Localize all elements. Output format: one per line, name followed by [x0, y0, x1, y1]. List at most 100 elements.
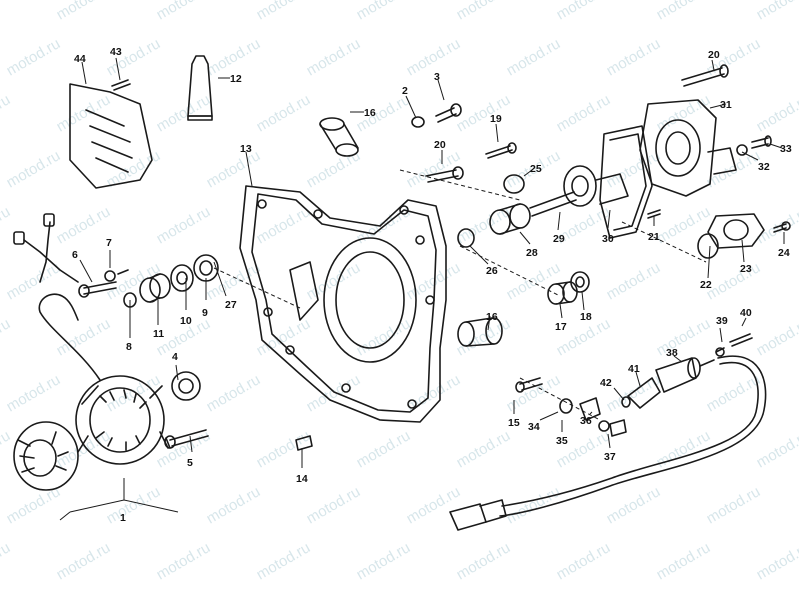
callout-11: 11 [153, 328, 164, 340]
watermark-text: motod.ru [0, 315, 13, 359]
watermark-text: motod.ru [304, 259, 364, 303]
leader-lines [59, 57, 785, 521]
leader-13 [245, 151, 253, 187]
callout-1: 1 [120, 512, 126, 524]
flange-parts [647, 209, 791, 259]
watermark-text: motod.ru [154, 0, 214, 23]
watermark-text: motod.ru [454, 91, 514, 135]
watermark-text: motod.ru [754, 315, 799, 359]
bolts-left [78, 269, 209, 449]
watermark-text: motod.ru [704, 483, 764, 527]
watermark-text: motod.ru [254, 0, 314, 23]
callout-6: 6 [72, 249, 78, 261]
watermark-text: motod.ru [304, 35, 364, 79]
callout-19: 19 [490, 113, 502, 125]
leader-5 [189, 435, 193, 453]
leader-28 [519, 231, 531, 245]
leader-20b [711, 59, 715, 71]
callout-16-lower: 16 [486, 311, 498, 323]
stator-assembly [13, 213, 169, 491]
leader-27 [213, 261, 227, 297]
callout-36: 36 [580, 415, 592, 427]
watermark-text: motod.ru [54, 539, 114, 583]
watermark-text: motod.ru [654, 0, 714, 23]
watermark-text: motod.ru [104, 483, 164, 527]
watermark-text: motod.ru [754, 427, 799, 471]
callout-29: 29 [553, 233, 565, 245]
watermark-text: motod.ru [604, 259, 664, 303]
callout-8: 8 [126, 341, 132, 353]
watermark-text: motod.ru [0, 91, 13, 135]
leader-18 [581, 291, 585, 311]
watermark-text: motod.ru [454, 0, 514, 23]
watermark-text: motod.ru [354, 91, 414, 135]
callout-43: 43 [110, 46, 122, 58]
cover-plate [69, 79, 153, 189]
watermark-text: motod.ru [54, 91, 114, 135]
watermark-text: motod.ru [254, 539, 314, 583]
callout-35: 35 [556, 435, 568, 447]
leader-25 [523, 169, 533, 177]
watermark-text: motod.ru [254, 427, 314, 471]
watermark-text: motod.ru [754, 0, 799, 23]
watermark-text: motod.ru [0, 0, 13, 23]
leader-34 [539, 411, 559, 421]
watermark-text: motod.ru [54, 203, 114, 247]
callout-15: 15 [508, 417, 520, 429]
callout-5: 5 [187, 457, 193, 469]
shaft-assembly [457, 125, 653, 248]
watermark-text: motod.ru [454, 427, 514, 471]
watermark-text: motod.ru [304, 371, 364, 415]
watermark-text: motod.ru [54, 0, 114, 23]
callout-44: 44 [74, 53, 86, 65]
callout-26: 26 [486, 265, 498, 277]
leader-17 [559, 303, 563, 319]
speed-sensor [449, 333, 767, 531]
watermark-text: motod.ru [504, 371, 564, 415]
watermark-text: motod.ru [504, 259, 564, 303]
watermark-text: motod.ru [254, 315, 314, 359]
callout-7: 7 [106, 237, 112, 249]
watermark-text: motod.ru [354, 427, 414, 471]
leader-36 [589, 411, 593, 415]
watermark-text: motod.ru [504, 35, 564, 79]
watermark-text: motod.ru [554, 91, 614, 135]
watermark-text: motod.ru [54, 427, 114, 471]
callout-labels: 1 4 5 6 7 8 9 10 11 27 44 43 12 13 16 2 … [72, 46, 792, 524]
callout-28: 28 [526, 247, 538, 259]
watermark-text: motod.ru [4, 147, 64, 191]
watermark-text: motod.ru [404, 371, 464, 415]
callout-22: 22 [700, 279, 712, 291]
watermark-text: motod.ru [204, 483, 264, 527]
leader-33 [769, 143, 783, 149]
callout-23: 23 [740, 263, 752, 275]
callout-24: 24 [778, 247, 790, 259]
leader-19 [495, 123, 499, 143]
watermark-text: motod.ru [154, 203, 214, 247]
watermark-text: motod.ru [4, 483, 64, 527]
sleeve-upper [319, 117, 359, 157]
callout-39: 39 [716, 315, 728, 327]
callout-17: 17 [555, 321, 567, 333]
watermark-text: motod.ru [4, 371, 64, 415]
watermark-text: motod.ru [604, 35, 664, 79]
watermark-text: motod.ru [554, 0, 614, 23]
leader-30 [607, 209, 611, 229]
callout-4: 4 [172, 351, 178, 363]
leader-39 [719, 327, 723, 343]
leader-44 [81, 61, 87, 85]
watermark-text: motod.ru [704, 371, 764, 415]
watermark-text: motod.ru [754, 91, 799, 135]
callout-20-left: 20 [434, 139, 446, 151]
leader-6 [79, 259, 93, 283]
watermark-text: motod.ru [354, 539, 414, 583]
dowel-pin [295, 435, 313, 451]
pump-housing [639, 99, 772, 197]
watermark-text: motod.ru [454, 203, 514, 247]
callout-41: 41 [628, 363, 640, 375]
callout-21: 21 [648, 231, 660, 243]
watermark-text: motod.ru [4, 35, 64, 79]
callout-42: 42 [600, 377, 612, 389]
